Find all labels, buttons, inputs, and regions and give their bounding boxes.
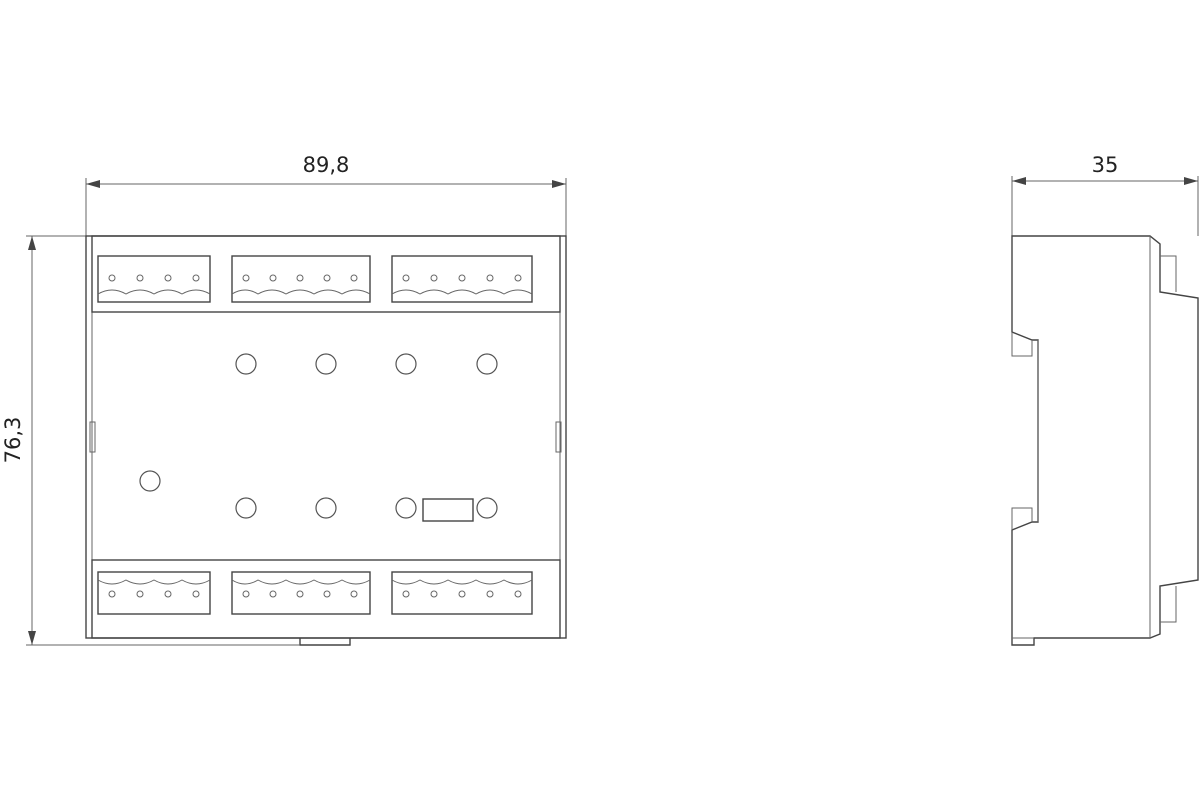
terminal-pin [323,274,331,282]
terminal-pin [192,274,200,282]
right-clip [555,421,562,453]
top-terminal-band [91,235,561,313]
terminal-pin [242,274,250,282]
terminal-pin [296,274,304,282]
terminal-pin [486,274,494,282]
terminal-pin [136,590,144,598]
led-indicator [315,497,337,519]
side-profile [1011,235,1199,646]
led-row-top [235,353,498,375]
top-connector-5pin-b [391,255,533,303]
width-label: 89,8 [303,153,350,177]
led-indicator [235,353,257,375]
terminal-pin [402,274,410,282]
front-view: 89,8 76,3 [1,153,567,646]
terminal-pin [269,274,277,282]
label-window [422,498,474,522]
top-connector-4pin [97,255,211,303]
terminal-pin [296,590,304,598]
bottom-connector-5pin-a [231,571,371,615]
led-indicator [476,353,498,375]
depth-label: 35 [1092,153,1119,177]
housing-bottom-tab [299,638,351,646]
led-indicator [395,353,417,375]
terminal-pin [269,590,277,598]
led-indicator-left [139,470,161,492]
terminal-pin [323,590,331,598]
bottom-connector-5pin-b [391,571,533,615]
led-indicator [235,497,257,519]
led-indicator [476,497,498,519]
terminal-pin [458,590,466,598]
height-dimension: 76,3 [1,235,90,646]
housing-outline [85,235,567,639]
terminal-pin [350,274,358,282]
terminal-pin [108,590,116,598]
terminal-pin [430,590,438,598]
terminal-pin [514,590,522,598]
terminal-pin [430,274,438,282]
terminal-pin [486,590,494,598]
inner-frame [91,235,561,639]
terminal-pin [514,274,522,282]
led-indicator [315,353,337,375]
depth-dimension: 35 [1011,153,1199,236]
terminal-pin [192,590,200,598]
bottom-connector-4pin [97,571,211,615]
terminal-pin [242,590,250,598]
terminal-pin [350,590,358,598]
terminal-pin [108,274,116,282]
left-clip [89,421,96,453]
led-row-bottom [235,497,498,519]
width-dimension: 89,8 [85,153,567,236]
bottom-terminal-band [91,559,561,639]
side-view: 35 [1011,153,1199,646]
terminal-pin [458,274,466,282]
top-connector-5pin-a [231,255,371,303]
terminal-pin [164,274,172,282]
terminal-pin [402,590,410,598]
terminal-pin [136,274,144,282]
terminal-pin [164,590,172,598]
height-label: 76,3 [1,417,25,464]
led-indicator [395,497,417,519]
